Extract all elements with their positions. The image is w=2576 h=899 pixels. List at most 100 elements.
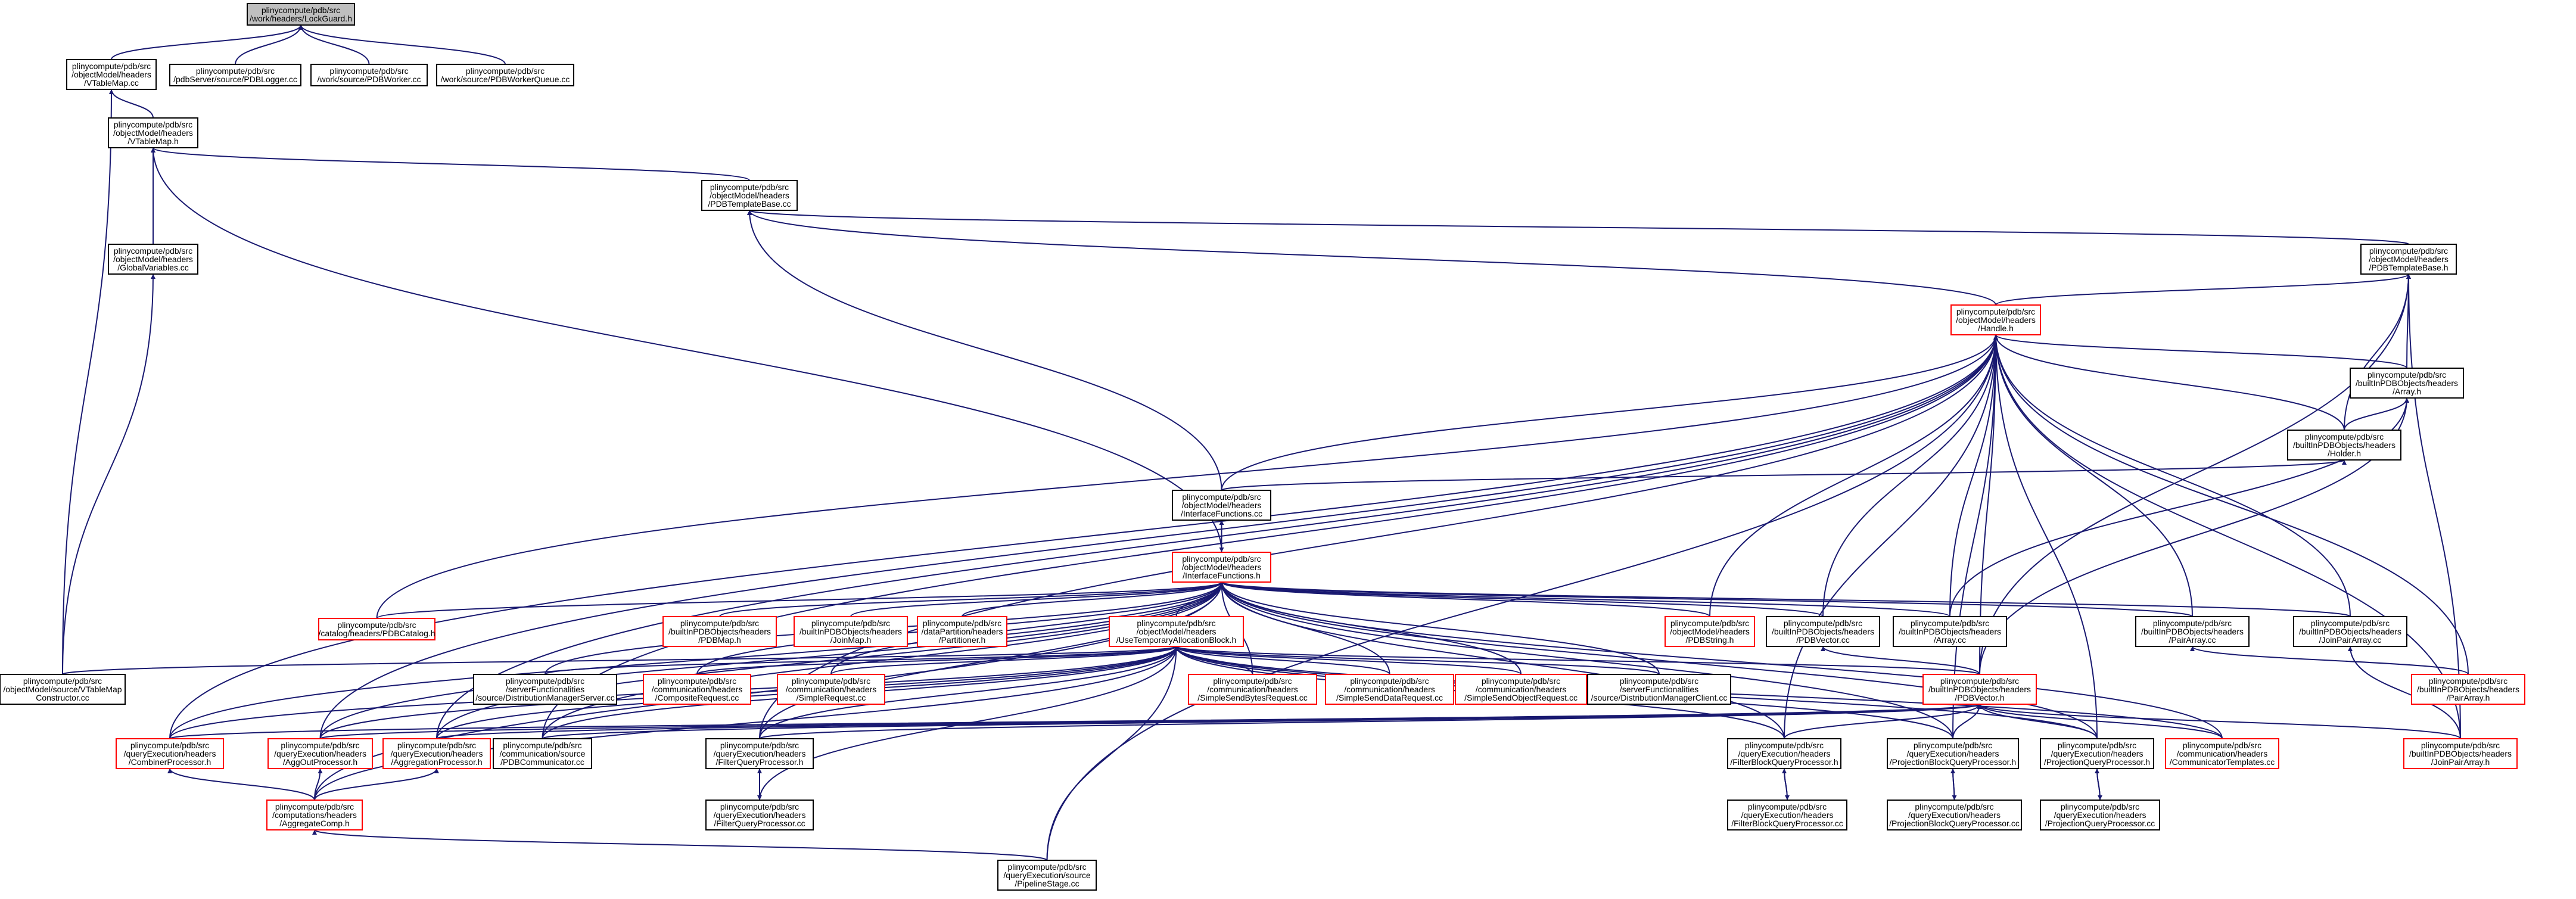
node-box — [436, 64, 574, 86]
edge-simplesenddata-to-usetemporary — [1174, 646, 1390, 675]
node-vtablemap-cc[interactable]: plinycompute/pdb/src/objectModel/headers… — [66, 59, 157, 90]
node-box — [2040, 738, 2154, 769]
node-label-line: /PDBVector.cc — [1796, 635, 1849, 645]
node-label-line: plinycompute/pdb/src — [923, 618, 1001, 628]
node-filterblockqueryprocessor-h[interactable]: plinycompute/pdb/src/queryExecution/head… — [1727, 738, 1841, 769]
edge-projectionblockqueryprocessor-h-to-handle — [1952, 334, 1998, 739]
node-pdbtemplatebase-cc[interactable]: plinycompute/pdb/src/objectModel/headers… — [701, 180, 798, 211]
node-simplesendbytes[interactable]: plinycompute/pdb/src/communication/heade… — [1188, 674, 1317, 705]
node-pdbvector-cc[interactable]: plinycompute/pdb/src/builtInPDBObjects/h… — [1766, 616, 1880, 647]
edge-interfacefunctions-cc-to-holder — [1221, 459, 2347, 491]
node-communicatortemplates[interactable]: plinycompute/pdb/src/communication/heade… — [2165, 738, 2279, 769]
node-box — [1922, 674, 2037, 705]
node-distributionmanagerclient[interactable]: plinycompute/pdb/src/serverFunctionaliti… — [1587, 674, 1731, 705]
node-simplerequest[interactable]: plinycompute/pdb/src/communication/heade… — [777, 674, 885, 705]
node-array-cc[interactable]: plinycompute/pdb/src/builtInPDBObjects/h… — [1893, 616, 2007, 647]
node-box — [997, 860, 1097, 891]
node-label-line: /builtInPDBObjects/headers — [2417, 685, 2519, 694]
edge-vtablemap-h-to-vtablemap-cc — [109, 89, 154, 119]
node-projectionblockqueryprocessor-h[interactable]: plinycompute/pdb/src/queryExecution/head… — [1887, 738, 2019, 769]
node-aggregationprocessor[interactable]: plinycompute/pdb/src/queryExecution/head… — [382, 738, 491, 769]
edge-holder-to-array-h — [2344, 397, 2409, 431]
node-box — [66, 59, 157, 90]
edge-partitioner-to-interfacefunctions-h — [962, 581, 1224, 617]
node-filterblockqueryprocessor-cc[interactable]: plinycompute/pdb/src/queryExecution/head… — [1727, 800, 1847, 830]
node-label-line: /JoinPairArray.cc — [2319, 635, 2382, 645]
node-vtablemapconstructor[interactable]: plinycompute/pdb/src/objectModel/source/… — [0, 674, 126, 705]
node-joinmap[interactable]: plinycompute/pdb/src/builtInPDBObjects/h… — [794, 616, 908, 647]
node-projectionqueryprocessor-h[interactable]: plinycompute/pdb/src/queryExecution/head… — [2040, 738, 2154, 769]
node-pairarray-cc[interactable]: plinycompute/pdb/src/builtInPDBObjects/h… — [2135, 616, 2250, 647]
node-pdbtemplatebase-h[interactable]: plinycompute/pdb/src/objectModel/headers… — [2360, 244, 2457, 275]
node-aggregatecomp[interactable]: plinycompute/pdb/src/computations/header… — [266, 800, 363, 830]
node-joinpairarray-cc[interactable]: plinycompute/pdb/src/builtInPDBObjects/h… — [2293, 616, 2407, 647]
node-label-line: /CombinerProcessor.h — [129, 757, 211, 767]
node-pdbmap[interactable]: plinycompute/pdb/src/builtInPDBObjects/h… — [662, 616, 777, 647]
node-filterqueryprocessor-h[interactable]: plinycompute/pdb/src/queryExecution/head… — [705, 738, 814, 769]
node-label-line: plinycompute/pdb/src — [1940, 676, 2019, 686]
node-pdbworker[interactable]: plinycompute/pdb/src/work/source/PDBWork… — [310, 64, 428, 86]
node-box — [1325, 674, 1454, 705]
node-combinerprocessor[interactable]: plinycompute/pdb/src/queryExecution/head… — [116, 738, 224, 769]
edge-distributionmanagerclient-to-interfacefunctions-h — [1219, 581, 1660, 675]
node-pdbcatalog[interactable]: plinycompute/pdb/src/catalog/headers/PDB… — [318, 618, 435, 640]
edge-pairarray-cc-to-handle — [1993, 334, 2193, 617]
node-label-line: plinycompute/pdb/src — [1745, 741, 1824, 750]
node-array-h[interactable]: plinycompute/pdb/src/builtInPDBObjects/h… — [2350, 368, 2464, 399]
node-label-line: plinycompute/pdb/src — [1620, 676, 1698, 686]
node-label-line: /dataPartition/headers — [922, 627, 1003, 636]
node-box — [116, 738, 224, 769]
node-aggoutprocessor[interactable]: plinycompute/pdb/src/queryExecution/head… — [267, 738, 373, 769]
node-label-line: /Partitioner.h — [939, 635, 986, 645]
node-box — [382, 738, 491, 769]
node-lockguard[interactable]: plinycompute/pdb/src/work/headers/LockGu… — [247, 3, 355, 26]
node-box — [705, 800, 814, 830]
node-interfacefunctions-cc[interactable]: plinycompute/pdb/src/objectModel/headers… — [1172, 490, 1271, 521]
edge-pdbvector-cc-to-handle — [1822, 334, 1998, 617]
node-label-line: /Holder.h — [2328, 449, 2361, 458]
node-pdbstring[interactable]: plinycompute/pdb/src/objectModel/headers… — [1665, 616, 1755, 647]
node-vtablemap-h[interactable]: plinycompute/pdb/src/objectModel/headers… — [108, 117, 198, 148]
node-distributionmanagerserver[interactable]: plinycompute/pdb/src/serverFunctionaliti… — [473, 674, 617, 705]
edge-aggregatecomp-to-aggregationprocessor — [314, 768, 439, 801]
node-usetemporary[interactable]: plinycompute/pdb/src/objectModel/headers… — [1109, 616, 1244, 647]
node-pdbworkerqueue[interactable]: plinycompute/pdb/src/work/source/PDBWork… — [436, 64, 574, 86]
node-label-line: plinycompute/pdb/src — [397, 741, 476, 750]
node-label-line: plinycompute/pdb/src — [114, 246, 192, 256]
node-label-line: /builtInPDBObjects/headers — [668, 627, 771, 636]
node-partitioner[interactable]: plinycompute/pdb/src/dataPartition/heade… — [917, 616, 1007, 647]
node-projectionblockqueryprocessor-cc[interactable]: plinycompute/pdb/src/queryExecution/head… — [1887, 800, 2022, 830]
node-joinpairarray-h[interactable]: plinycompute/pdb/src/builtInPDBObjects/h… — [2403, 738, 2518, 769]
edge-pdbvector-h-to-pdbvector-cc — [1821, 646, 1980, 675]
node-handle[interactable]: plinycompute/pdb/src/objectModel/headers… — [1950, 304, 2041, 335]
edge-array-cc-to-interfacefunctions-h — [1219, 581, 1950, 617]
node-compositerequest[interactable]: plinycompute/pdb/src/communication/heade… — [643, 674, 751, 705]
node-label-line: /CompositeRequest.cc — [655, 693, 739, 702]
node-label-line: /objectModel/headers — [113, 254, 193, 264]
node-simplesendobject[interactable]: plinycompute/pdb/src/communication/heade… — [1455, 674, 1587, 705]
node-projectionqueryprocessor-cc[interactable]: plinycompute/pdb/src/queryExecution/head… — [2040, 800, 2160, 830]
node-holder[interactable]: plinycompute/pdb/src/builtInPDBObjects/h… — [2287, 430, 2401, 461]
node-label-line: /work/headers/LockGuard.h — [250, 14, 352, 23]
node-pairarray-h[interactable]: plinycompute/pdb/src/builtInPDBObjects/h… — [2411, 674, 2525, 705]
node-interfacefunctions-h[interactable]: plinycompute/pdb/src/objectModel/headers… — [1172, 552, 1271, 583]
node-simplesenddata[interactable]: plinycompute/pdb/src/communication/heade… — [1325, 674, 1454, 705]
node-box — [267, 738, 373, 769]
edge-filterblockqueryprocessor-h-to-filterblockqueryprocessor-cc — [1784, 768, 1790, 801]
edge-pdbcatalog-to-handle — [376, 334, 1998, 619]
node-filterqueryprocessor-cc[interactable]: plinycompute/pdb/src/queryExecution/head… — [705, 800, 814, 830]
node-label-line: plinycompute/pdb/src — [337, 620, 416, 630]
node-label-line: /pdbServer/source/PDBLogger.cc — [173, 74, 297, 84]
node-pdbcommunicator[interactable]: plinycompute/pdb/src/communication/sourc… — [493, 738, 592, 769]
edge-communicatortemplates-to-interfacefunctions-h — [1219, 581, 2223, 739]
node-globalvariables[interactable]: plinycompute/pdb/src/objectModel/headers… — [108, 244, 198, 275]
node-pipelinestage[interactable]: plinycompute/pdb/src/queryExecution/sour… — [997, 860, 1097, 891]
node-label-line: plinycompute/pdb/src — [466, 66, 545, 76]
node-label-line: /objectModel/headers — [710, 191, 789, 200]
node-label-line: /communication/source — [500, 749, 586, 758]
node-pdblogger[interactable]: plinycompute/pdb/src/pdbServer/source/PD… — [169, 64, 301, 86]
node-label-line: plinycompute/pdb/src — [2153, 618, 2232, 628]
node-label-line: /queryExecution/headers — [1738, 749, 1831, 758]
node-pdbvector-h[interactable]: plinycompute/pdb/src/builtInPDBObjects/h… — [1922, 674, 2037, 705]
node-label-line: plinycompute/pdb/src — [680, 618, 759, 628]
